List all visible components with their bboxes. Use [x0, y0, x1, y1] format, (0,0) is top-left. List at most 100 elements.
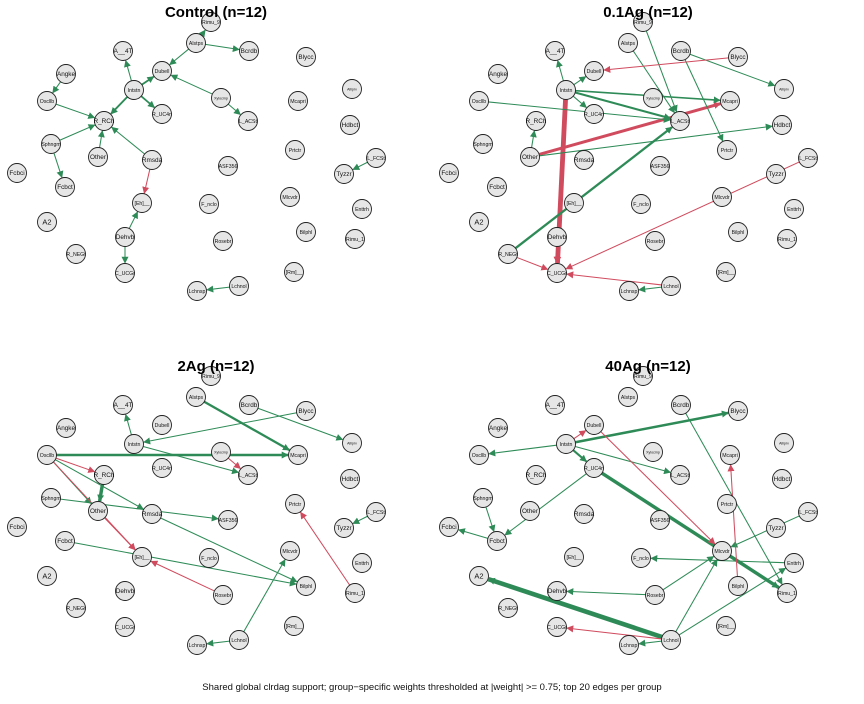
node-other	[520, 147, 540, 167]
edge-fcbct-to-bilphl	[74, 542, 297, 587]
node-alliprv	[342, 79, 362, 99]
node-label: Mcapri	[290, 99, 306, 105]
node-label: Angke	[57, 71, 76, 78]
node-label: A__4T	[114, 402, 133, 409]
node-rosebr	[213, 231, 233, 251]
node-label: A__4T	[546, 48, 565, 55]
node-lchnsp	[187, 635, 207, 655]
node-blycc	[728, 47, 748, 67]
node-rimu-9	[633, 12, 653, 32]
node-label: Prtctr	[289, 148, 302, 154]
node-label: Lchnol	[231, 638, 246, 644]
node-xylocmp	[643, 442, 663, 462]
node-label: ASF356	[651, 518, 670, 524]
node-dubell	[152, 415, 172, 435]
edge-rmsda-to-bilphl	[160, 517, 298, 583]
edge-xylocmp-to-l-acst	[227, 457, 241, 469]
node-label: Hdbct	[774, 476, 791, 483]
edge-dubell-to-mlcvdr	[600, 431, 716, 545]
node-label: Lchnol	[231, 284, 246, 290]
node-intstn	[124, 434, 144, 454]
edge-l-fcst-to-c-ucgr	[565, 161, 800, 270]
node-label: F_nclo	[201, 556, 217, 562]
edge-intstn-to-l-acst	[574, 91, 672, 121]
node-label: Blycc	[730, 54, 746, 61]
edge-xylocmp-to-l-acst	[227, 103, 241, 115]
node-label: R_UC4n	[152, 112, 172, 118]
node-label: L_ACSt	[671, 473, 689, 479]
node-r-rch	[94, 465, 114, 485]
node-label: A2	[42, 572, 51, 581]
node-label: Prtctr	[721, 502, 734, 508]
node-label: F_nclo	[633, 202, 649, 208]
node-oscllb	[469, 91, 489, 111]
node-label: Dehvb	[548, 234, 567, 241]
node-label: Mlcvdr	[282, 549, 298, 555]
node-rm	[284, 262, 304, 282]
node-label: Rimu_1	[778, 237, 796, 243]
node-label: F_nclo	[201, 202, 217, 208]
node-rmsda	[574, 150, 594, 170]
node-label: Sphngm	[473, 142, 492, 148]
node-f-nclo	[631, 548, 651, 568]
node-label: Fcbct	[489, 184, 505, 191]
node-bcrdb	[671, 41, 691, 61]
node-label: Intstn	[128, 88, 141, 94]
node-label: [Rm]__	[718, 270, 735, 276]
node-l-fcst	[798, 502, 818, 522]
edge-l-fcst-to-tyzzr	[352, 515, 368, 524]
node-rmsda	[142, 504, 162, 524]
edge-intstn-to-r-rch	[110, 96, 129, 115]
node-label: Rosebr	[215, 239, 232, 245]
node-blycc	[728, 401, 748, 421]
edge-lchnol-to-lchnsp	[206, 639, 230, 647]
node-label: Hdbct	[342, 122, 359, 129]
edge-alstps-to-mcapri	[203, 400, 290, 452]
node-blycc	[296, 47, 316, 67]
node-label: Alliprv	[779, 87, 789, 91]
edge-r-uc4n-to-fcbct	[504, 473, 587, 536]
node-label: Xylocmp	[646, 450, 660, 454]
edge-l-fcst-to-mlcvdr	[730, 515, 800, 548]
node-label: Dubell	[587, 423, 602, 429]
edge-r-rch-to-other	[97, 484, 105, 502]
node-label: C_UCGr	[547, 625, 567, 631]
node-label: Rosebr	[215, 593, 232, 599]
node-label: Blycc	[730, 408, 746, 415]
node-fcbct	[487, 177, 507, 197]
node-label: Dubell	[587, 69, 602, 75]
node-label: Sphngm	[41, 496, 60, 502]
node-label: ASF356	[651, 164, 670, 170]
node-a-4t	[545, 41, 565, 61]
node-mlcvdr	[280, 541, 300, 561]
node-label: Tyzzr	[336, 171, 352, 178]
node-label: Xylocmp	[214, 450, 228, 454]
node-sphngm	[41, 134, 61, 154]
node-label: R_NEGt	[66, 606, 86, 612]
edge-intstn-to-a-4t	[124, 59, 132, 81]
edge-oscllb-to-l-acst	[488, 101, 671, 123]
edge-dehvb-to-eh	[128, 211, 138, 229]
node-label: Bilphl	[300, 584, 313, 590]
node-dubell	[584, 61, 604, 81]
node-label: F_nclo	[633, 556, 649, 562]
node-alstps	[186, 33, 206, 53]
node-sphngm	[473, 488, 493, 508]
node-r-uc4n	[584, 458, 604, 478]
node-r-negt	[66, 244, 86, 264]
node-label: Blycc	[298, 408, 314, 415]
node-label: L_FCSt	[799, 156, 817, 162]
node-mlcvdr	[280, 187, 300, 207]
edge-bcrdb-to-alliprv	[257, 407, 344, 441]
node-rm	[716, 262, 736, 282]
node-lchnsp	[619, 635, 639, 655]
node-label: Other	[522, 154, 539, 161]
node-xylocmp	[643, 88, 663, 108]
edge-bilphl-to-mcapri	[727, 464, 738, 577]
node-fcbct	[55, 177, 75, 197]
node-label: Rmsda	[574, 511, 595, 518]
